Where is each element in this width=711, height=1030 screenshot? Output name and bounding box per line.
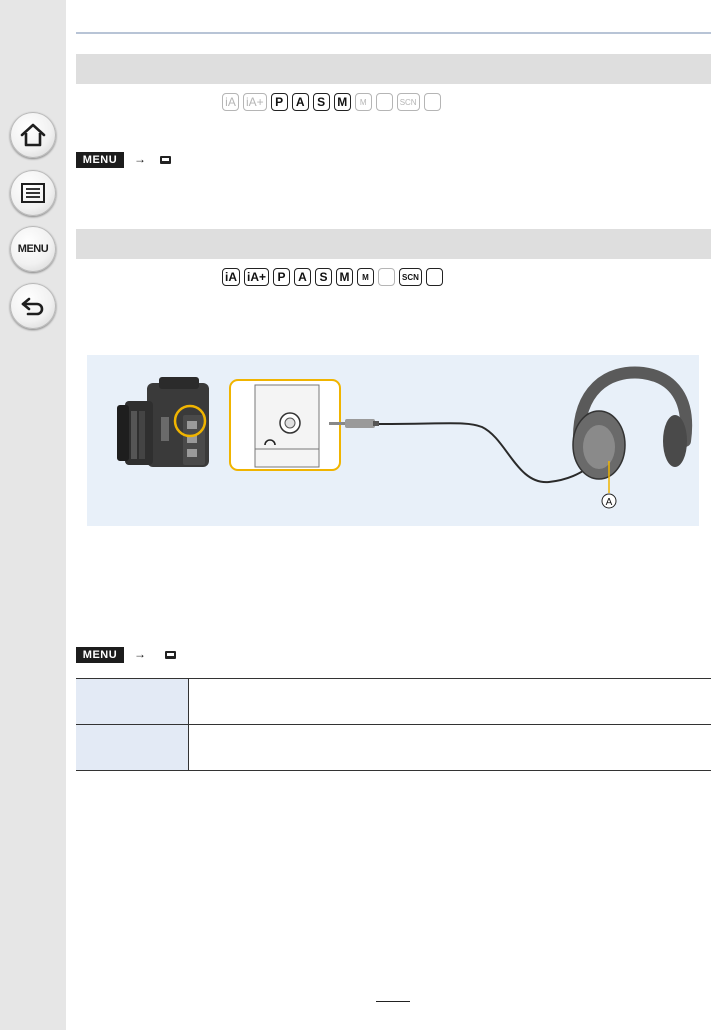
menu-button[interactable]: MENU	[10, 226, 56, 272]
home-button[interactable]	[10, 112, 56, 158]
mode-ia-plus-icon: iA+	[244, 268, 270, 286]
mode-creative-video-icon: M	[354, 93, 372, 111]
camera-illustration	[117, 377, 209, 467]
mode-scn-icon: SCN	[396, 93, 420, 111]
menu-arrow: →	[134, 152, 146, 166]
headphone-plug	[329, 419, 379, 428]
section2-mode-icons: iA iA+ P A S M M SCN	[222, 268, 443, 286]
mode-a-icon: A	[294, 268, 312, 286]
table-row-value	[188, 678, 711, 725]
mode-creative-video-icon: M	[357, 268, 375, 286]
menu-badge: MENU	[76, 152, 124, 168]
section1-header-bar	[76, 54, 711, 84]
table-row-value	[188, 724, 711, 771]
section1-mode-icons: iA iA+ P A S M M SCN	[222, 93, 441, 111]
mode-creative-control-icon	[423, 93, 441, 111]
mode-creative-control-icon	[425, 268, 443, 286]
mode-ia-icon: iA	[222, 268, 240, 286]
table-row-label	[76, 724, 189, 771]
mode-p-icon: P	[270, 93, 288, 111]
motion-picture-menu-icon	[160, 156, 171, 164]
back-arrow-icon	[21, 297, 44, 316]
back-button[interactable]	[10, 283, 56, 329]
section2-header-bar	[76, 229, 711, 259]
contents-button[interactable]	[10, 170, 56, 216]
menu-arrow: →	[134, 647, 146, 661]
sidebar: MENU	[0, 0, 66, 1030]
mode-p-icon: P	[273, 268, 291, 286]
mode-s-icon: S	[312, 93, 330, 111]
headphone-connection-figure: A	[87, 355, 699, 526]
port-closeup-callout	[229, 379, 341, 471]
mode-ia-plus-icon: iA+	[243, 93, 267, 111]
mode-panorama-icon	[375, 93, 393, 111]
mode-panorama-icon	[378, 268, 396, 286]
headphone-port-icon	[264, 439, 276, 446]
headphone-illustration: A	[117, 366, 693, 509]
table-row[interactable]	[76, 724, 711, 771]
mode-m-icon: M	[333, 93, 351, 111]
menu-badge: MENU	[76, 647, 124, 663]
headphones-illustration	[572, 366, 693, 480]
headphone-cable	[378, 422, 598, 484]
mode-scn-icon: SCN	[399, 268, 422, 286]
callout-a-label: A	[606, 497, 613, 508]
home-icon	[20, 123, 46, 147]
motion-picture-menu-icon	[165, 651, 176, 659]
mode-a-icon: A	[291, 93, 309, 111]
table-row-label	[76, 678, 189, 725]
table-row[interactable]	[76, 678, 711, 725]
mode-s-icon: S	[315, 268, 333, 286]
list-icon	[21, 183, 45, 203]
menu-icon: MENU	[17, 243, 49, 255]
settings-table	[76, 678, 711, 771]
mode-ia-icon: iA	[222, 93, 239, 111]
header-rule	[76, 32, 711, 34]
mode-m-icon: M	[336, 268, 354, 286]
page-number-rule	[376, 1001, 410, 1012]
